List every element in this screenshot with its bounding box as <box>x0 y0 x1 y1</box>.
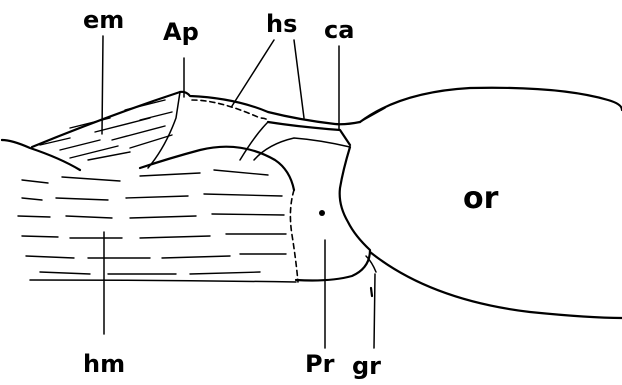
em-hatching <box>40 100 172 160</box>
hm-bottom-edge <box>30 280 296 282</box>
orbit-lower-outline <box>370 252 622 318</box>
label-ap: Ap <box>163 18 199 46</box>
label-or: or <box>463 181 499 216</box>
pr-dot <box>319 210 325 216</box>
em-leader <box>102 36 103 134</box>
hm-hatching <box>18 170 286 274</box>
gr-mark <box>371 288 372 296</box>
pr-right-boundary <box>296 147 370 281</box>
label-hs: hs <box>266 10 297 38</box>
gr-leader <box>374 274 375 348</box>
label-gr: gr <box>352 352 381 380</box>
ca-to-orbit-edge <box>360 108 385 122</box>
muscle-hump <box>140 147 294 190</box>
hs-dashed-upper <box>192 100 268 122</box>
label-pr: Pr <box>305 350 335 378</box>
ap-top-edge <box>180 92 360 124</box>
hs-leader-right <box>294 40 304 118</box>
pr-left-dashed <box>290 190 298 282</box>
hs-leader-left <box>232 40 274 106</box>
label-ca: ca <box>324 16 354 44</box>
label-em: em <box>83 6 124 34</box>
label-hm: hm <box>83 350 125 378</box>
orbit-outline <box>360 88 622 122</box>
